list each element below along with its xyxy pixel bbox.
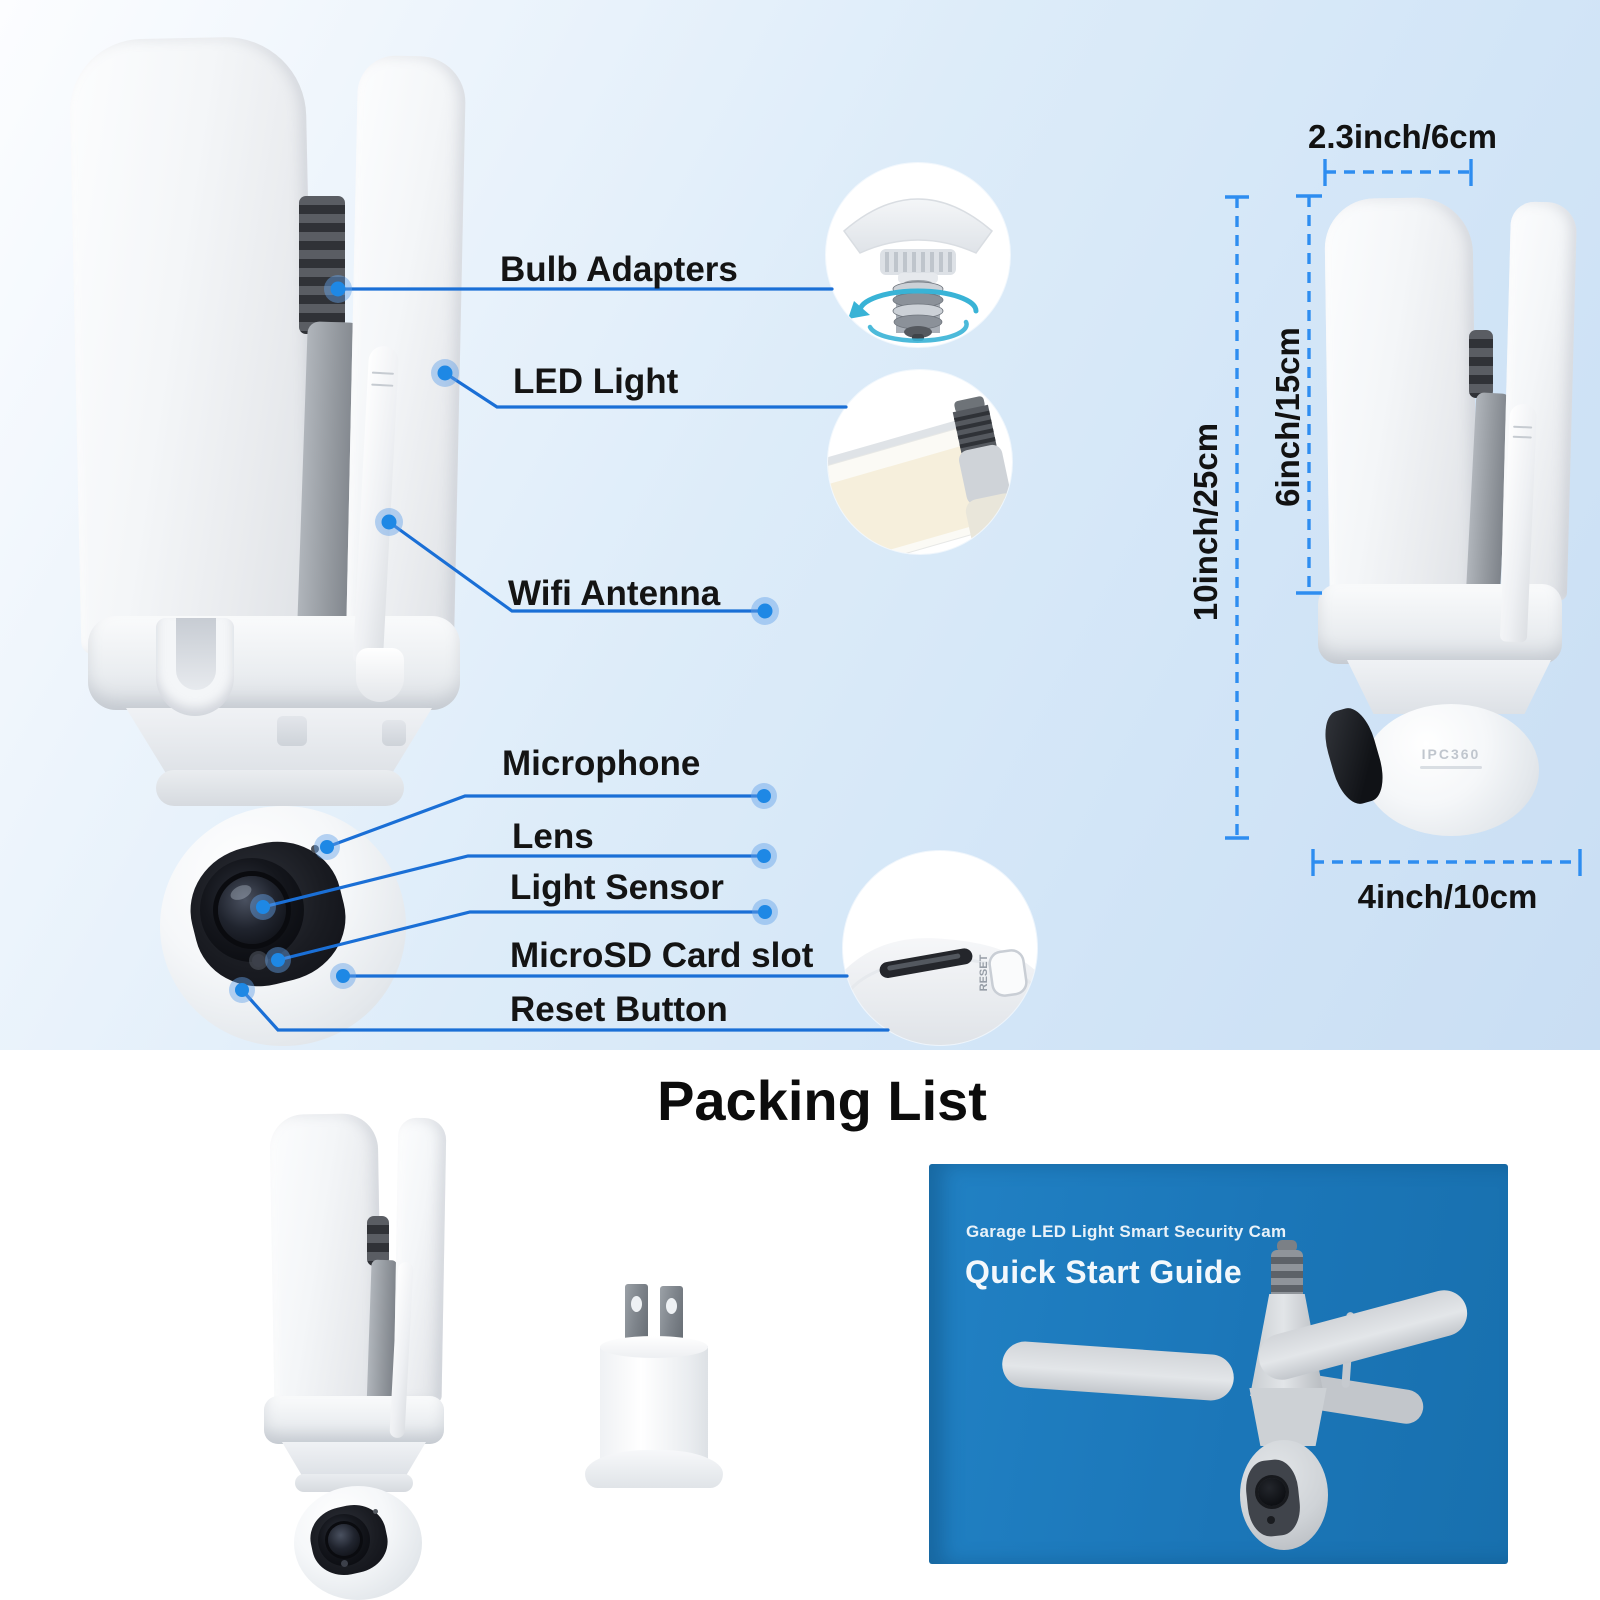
rotate-arrow-icon <box>857 288 979 314</box>
led-panel-front <box>68 35 318 655</box>
dimension-panel-height: 6inch/15cm <box>1269 327 1306 507</box>
body-notch <box>382 720 406 746</box>
antenna-ridge <box>371 383 394 387</box>
led-panel-front <box>269 1113 383 1409</box>
reset-label: RESET <box>978 954 990 991</box>
bulb-screw-base <box>367 1216 389 1266</box>
camera-lens <box>328 1524 360 1556</box>
led-panel-front <box>1324 196 1478 602</box>
label-wifi-antenna: Wifi Antenna <box>508 574 721 613</box>
camera-lens <box>218 876 286 944</box>
adapter-body <box>600 1346 708 1462</box>
adapter-top <box>600 1336 708 1358</box>
bulb-adapter-inset-image <box>826 163 1010 347</box>
lamp-collar <box>1249 1388 1327 1446</box>
bulb-adapter-illustration <box>842 198 994 343</box>
microphone-hole <box>373 1509 378 1514</box>
dimension-total-height: 10inch/25cm <box>1187 422 1224 622</box>
bulb-screw-tip <box>1277 1240 1297 1252</box>
reset-sd-illustration: RESET <box>843 938 1037 1045</box>
label-reset-button: Reset Button <box>510 990 728 1029</box>
plug-prong <box>660 1286 683 1348</box>
label-lens: Lens <box>512 817 594 856</box>
light-sensor-dot <box>1267 1516 1275 1524</box>
booklet-title: Quick Start Guide <box>965 1254 1243 1290</box>
bulb-screw-base <box>299 196 345 334</box>
microphone-hole <box>311 845 319 853</box>
led-light-inset-image <box>828 370 1012 554</box>
packing-list-title: Packing List <box>657 1069 987 1132</box>
label-light-sensor: Light Sensor <box>510 868 724 907</box>
camera-mount-ring <box>295 1474 413 1492</box>
bulb-screw-base <box>1271 1250 1303 1298</box>
reset-sd-inset-image: RESET <box>843 851 1037 1045</box>
adapter-flared-base <box>585 1450 723 1488</box>
label-led-light: LED Light <box>513 362 679 401</box>
label-microphone: Microphone <box>502 744 701 783</box>
bulb-screw-base <box>1469 330 1493 398</box>
rotate-arrow-icon <box>867 319 969 343</box>
antenna-ridge <box>1513 425 1533 429</box>
camera-lens <box>1258 1478 1286 1506</box>
dimension-bottom-width: 4inch/10cm <box>1357 878 1538 915</box>
prong-hole <box>666 1298 677 1314</box>
panel-hinge-slot <box>176 618 216 690</box>
plug-prong <box>625 1284 648 1348</box>
camera-ball <box>1363 704 1539 836</box>
prong-hole <box>631 1296 642 1312</box>
booklet-subtitle: Garage LED Light Smart Security Cam <box>966 1222 1287 1241</box>
led-light-illustration <box>828 396 1012 554</box>
microsd-card-slot <box>879 948 973 978</box>
label-bulb-adapters: Bulb Adapters <box>500 250 738 289</box>
antenna-ridge <box>1512 435 1532 439</box>
lamp-body-taper <box>282 1442 426 1476</box>
light-sensor-dot <box>341 1560 348 1567</box>
camera-mount-ring <box>156 770 404 806</box>
antenna-mount-peg <box>356 648 404 702</box>
lamp-collar <box>264 1396 444 1444</box>
lamp-collar <box>88 616 460 710</box>
brand-logo: IPC360 <box>1421 746 1481 762</box>
reset-button <box>988 949 1028 997</box>
dimension-top-width: 2.3inch/6cm <box>1308 118 1497 155</box>
antenna-ridge <box>371 371 394 375</box>
brand-tagline-bar <box>1420 766 1482 769</box>
label-microsd-card-slot: MicroSD Card slot <box>510 936 814 975</box>
rotate-arrowhead-icon <box>848 301 870 319</box>
body-notch <box>277 716 307 746</box>
light-sensor-dot <box>252 954 265 967</box>
